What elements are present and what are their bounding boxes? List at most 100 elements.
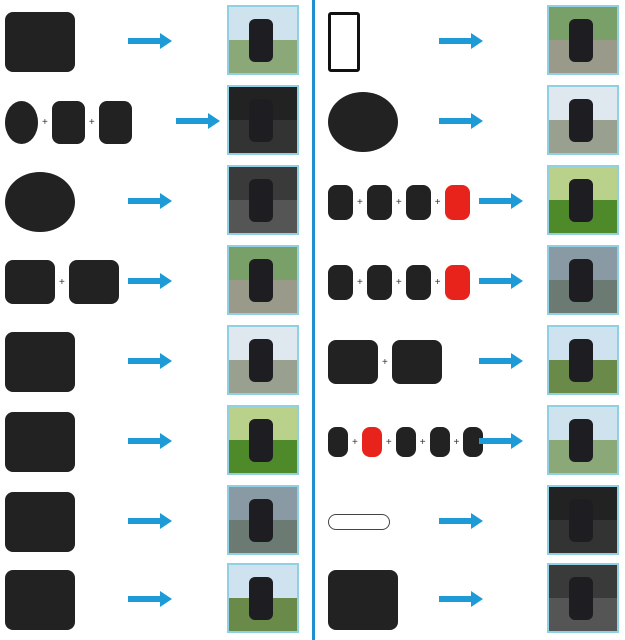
arrow-right-icon: [128, 353, 172, 369]
plus-icon: +: [434, 276, 441, 288]
magnetic-base-icon: [5, 100, 38, 144]
product-group: [5, 409, 75, 475]
plus-icon: +: [352, 436, 358, 448]
adapter-icon: [366, 264, 392, 300]
camera-on-tripod-in-grass-photo: [227, 405, 299, 475]
camera-on-motorcycle-photo: [547, 245, 619, 315]
product-group: +: [328, 329, 442, 395]
right-accessory-row: + + +: [0, 245, 625, 319]
chest-mounted-camera-photo: [227, 485, 299, 555]
arrow-right-icon: [439, 591, 483, 607]
product-group: +++: [328, 169, 470, 235]
left-accessory-row: [0, 485, 625, 559]
product-group: [5, 329, 75, 395]
left-accessory-row: ++: [0, 85, 625, 159]
adapter-icon: [391, 340, 442, 384]
right-accessory-row: [0, 563, 625, 637]
lens-cap-icon: [5, 172, 75, 232]
arrow-right-icon: [128, 193, 172, 209]
mini-tripod-icon: [5, 412, 75, 472]
cyclist-wrist-camera-photo: [547, 563, 619, 633]
flat-mount-icon: [405, 264, 431, 300]
carrying-case-icon: [5, 12, 75, 72]
product-group: [5, 9, 75, 75]
cyclist-with-camera-photo: [227, 325, 299, 395]
product-group: [5, 489, 75, 555]
curved-arm-icon: [463, 427, 484, 457]
product-group: ++: [5, 89, 132, 155]
adhesive-pad-icon: [361, 427, 382, 457]
hiker-with-camera-photo: [547, 405, 619, 475]
person-carrying-case-photo: [227, 5, 299, 75]
camera-with-lens-cap-photo: [227, 165, 299, 235]
head-strap-icon: [5, 570, 75, 630]
camera-on-bike-photo: [547, 485, 619, 555]
product-group: [328, 489, 390, 555]
camera-on-metal-surface-photo: [227, 85, 299, 155]
camera-on-backpack-strap-photo: [547, 325, 619, 395]
flat-mount-icon: [405, 184, 431, 220]
screen-protectors-icon: [328, 12, 360, 72]
left-accessory-row: [0, 563, 625, 637]
safety-tether-icon: [328, 514, 390, 530]
left-accessory-row: [0, 405, 625, 479]
arrow-right-icon: [439, 513, 483, 529]
arrow-right-icon: [479, 273, 523, 289]
plus-icon: +: [88, 116, 95, 128]
j-hook-mount-icon: [395, 427, 416, 457]
adapter-icon: [366, 184, 392, 220]
selfie-stick-with-phone-photo: [227, 245, 299, 315]
camera-on-wall-photo: [547, 165, 619, 235]
plus-icon: +: [42, 116, 48, 128]
right-accessory-row: [0, 5, 625, 79]
product-group: [5, 567, 75, 633]
left-accessory-row: [0, 165, 625, 239]
camera-on-stand-photo: [547, 85, 619, 155]
adapter-icon: [429, 427, 450, 457]
backpack-clip-icon: [328, 340, 378, 384]
product-group: [5, 169, 75, 235]
plus-icon: +: [357, 196, 363, 208]
mount-adapter-icon: [98, 100, 132, 144]
arrow-right-icon: [479, 353, 523, 369]
left-accessory-row: [0, 325, 625, 399]
column-divider: [312, 0, 315, 640]
right-accessory-row: [0, 85, 625, 159]
arrow-right-icon: [128, 433, 172, 449]
j-hook-mount-icon: [328, 184, 353, 220]
product-group: [328, 9, 360, 75]
charging-stand-icon: [328, 92, 398, 152]
chest-harness-icon: [5, 492, 75, 552]
arrow-right-icon: [128, 513, 172, 529]
plus-icon: +: [419, 436, 426, 448]
selfie-stick-icon: [5, 260, 55, 304]
plus-icon: +: [59, 276, 65, 288]
plus-icon: +: [357, 276, 363, 288]
product-group: [328, 567, 398, 633]
plus-icon: +: [382, 356, 388, 368]
product-group: [328, 89, 398, 155]
plus-icon: +: [385, 436, 392, 448]
head-mounted-camera-photo: [227, 563, 299, 633]
product-group: + + + +: [328, 409, 484, 475]
product-group: +: [5, 249, 119, 315]
right-accessory-row: + + + +: [0, 405, 625, 479]
j-hook-mount-icon: [328, 264, 353, 300]
plus-icon: +: [453, 436, 460, 448]
right-accessory-row: +++: [0, 165, 625, 239]
left-accessory-row: [0, 5, 625, 79]
arrow-right-icon: [479, 193, 523, 209]
arrow-right-icon: [439, 113, 483, 129]
arrow-right-icon: [479, 433, 523, 449]
left-accessory-row: +: [0, 245, 625, 319]
arrow-right-icon: [128, 273, 172, 289]
plus-icon: +: [395, 276, 402, 288]
right-accessory-row: +: [0, 325, 625, 399]
adhesive-pad-icon: [444, 264, 470, 300]
tripod-adapter-icon: [51, 100, 85, 144]
arrow-right-icon: [128, 591, 172, 607]
arrow-right-icon: [128, 33, 172, 49]
wrist-strap-icon: [328, 570, 398, 630]
plus-icon: +: [395, 196, 402, 208]
bike-handlebar-clamp-icon: [5, 332, 75, 392]
